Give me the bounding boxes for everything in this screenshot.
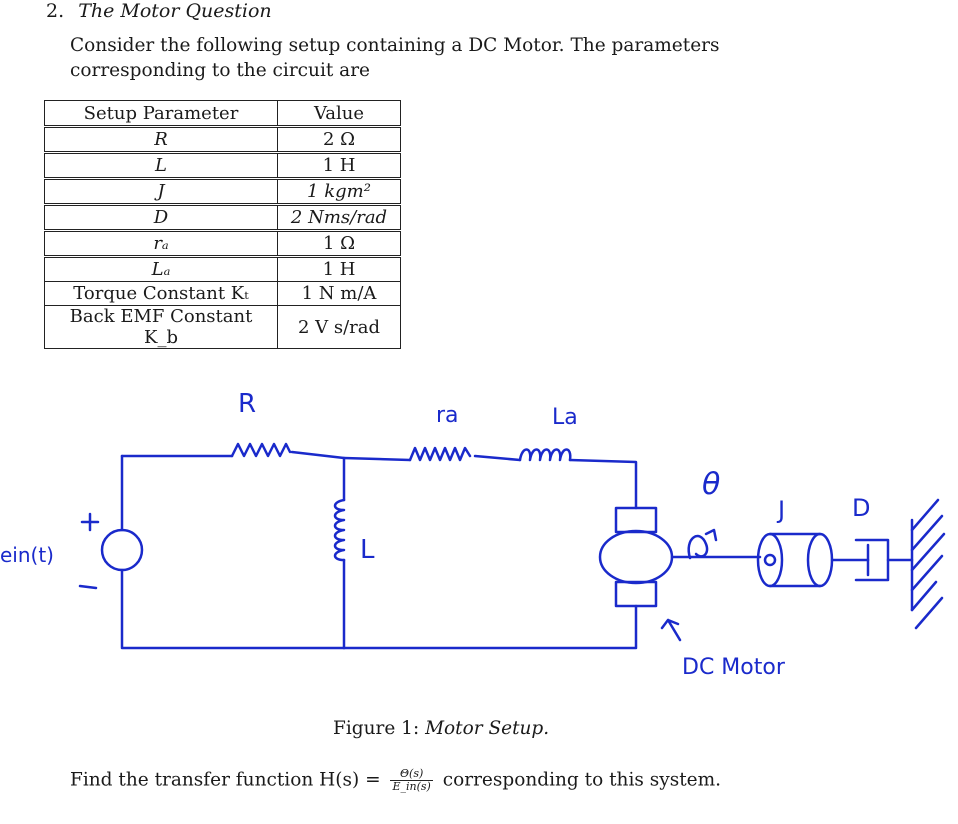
question-heading: 2. The Motor Question [46,0,272,22]
table-row: rₐ 1 Ω [44,229,401,257]
label-r: R [238,389,256,419]
column-header-value: Value [277,100,401,127]
theta-rotation-arrow [687,528,718,560]
label-j: J [776,496,785,524]
caption-prefix: Figure 1: [333,718,420,739]
param-cell: L [44,151,278,179]
motor-brush-top [614,506,658,534]
resistor-ra-symbol [408,446,472,462]
question-before: Find the transfer function H(s) = [70,769,381,791]
column-header-parameter: Setup Parameter [44,100,278,127]
fraction-numerator: Θ(s) [390,768,433,781]
inertia-j-end-right [806,532,834,588]
voltage-source-symbol [100,528,144,572]
param-cell: D [44,203,278,231]
figure-caption: Figure 1: Motor Setup. [333,718,549,739]
param-cell: Torque Constant Kₜ [44,281,278,306]
param-cell: Lₐ [44,255,278,282]
inertia-j-end-left [756,532,784,588]
plus-sign [80,512,100,532]
value-cell: 2 V s/rad [277,305,401,349]
label-d: D [852,494,870,522]
table-row: L 1 H [44,151,401,179]
motor-pointer-arrow [660,618,682,642]
inductor-l-symbol [333,498,346,562]
motor-body [598,529,674,585]
label-theta: θ [702,467,720,502]
resistor-r-symbol [230,442,292,458]
table-row: D 2 Nms/rad [44,203,401,231]
inductor-la-symbol [518,448,572,462]
label-la: La [552,405,578,430]
value-cell: 1 kgm² [277,177,401,205]
motor-brush-bottom [614,580,658,608]
param-cell: J [44,177,278,205]
label-source: ein(t) [0,543,54,567]
value-cell: 1 Ω [277,229,401,257]
param-cell: R [44,125,278,153]
wire-left-bottom [120,568,346,650]
value-cell: 1 H [277,151,401,179]
transfer-function-question: Find the transfer function H(s) = Θ(s) E… [70,768,721,793]
label-ra: ra [436,403,459,428]
param-cell: rₐ [44,229,278,257]
parameter-table: Setup Parameter Value R 2 Ω L 1 H J 1 kg… [44,100,401,349]
ground-hatch [910,498,946,630]
question-number: 2. [46,0,65,22]
minus-sign [78,584,98,590]
fraction-denominator: E_in(s) [392,780,431,793]
transfer-fraction: Θ(s) E_in(s) [390,768,433,793]
value-cell: 1 H [277,255,401,282]
intro-paragraph: Consider the following setup containing … [70,35,720,81]
table-header-row: Setup Parameter Value [44,100,401,127]
table-row: R 2 Ω [44,125,401,153]
question-after: corresponding to this system. [442,769,721,791]
value-cell: 2 Ω [277,125,401,153]
table-row: J 1 kgm² [44,177,401,205]
question-title: The Motor Question [78,0,272,22]
table-row: Torque Constant Kₜ 1 N m/A [44,281,401,306]
label-l: L [360,535,375,565]
table-row: Lₐ 1 H [44,255,401,282]
label-motor: DC Motor [682,655,786,680]
value-cell: 2 Nms/rad [277,203,401,231]
table-row: Back EMF Constant K_b 2 V s/rad [44,305,401,349]
damper-d-symbol [854,538,890,582]
inertia-j-body [768,532,822,588]
caption-text: Motor Setup. [425,718,550,739]
motor-circuit-diagram: R ra La L θ J D ein(t) DC Motor [0,389,946,680]
value-cell: 1 N m/A [277,281,401,306]
param-cell: Back EMF Constant K_b [44,305,278,349]
